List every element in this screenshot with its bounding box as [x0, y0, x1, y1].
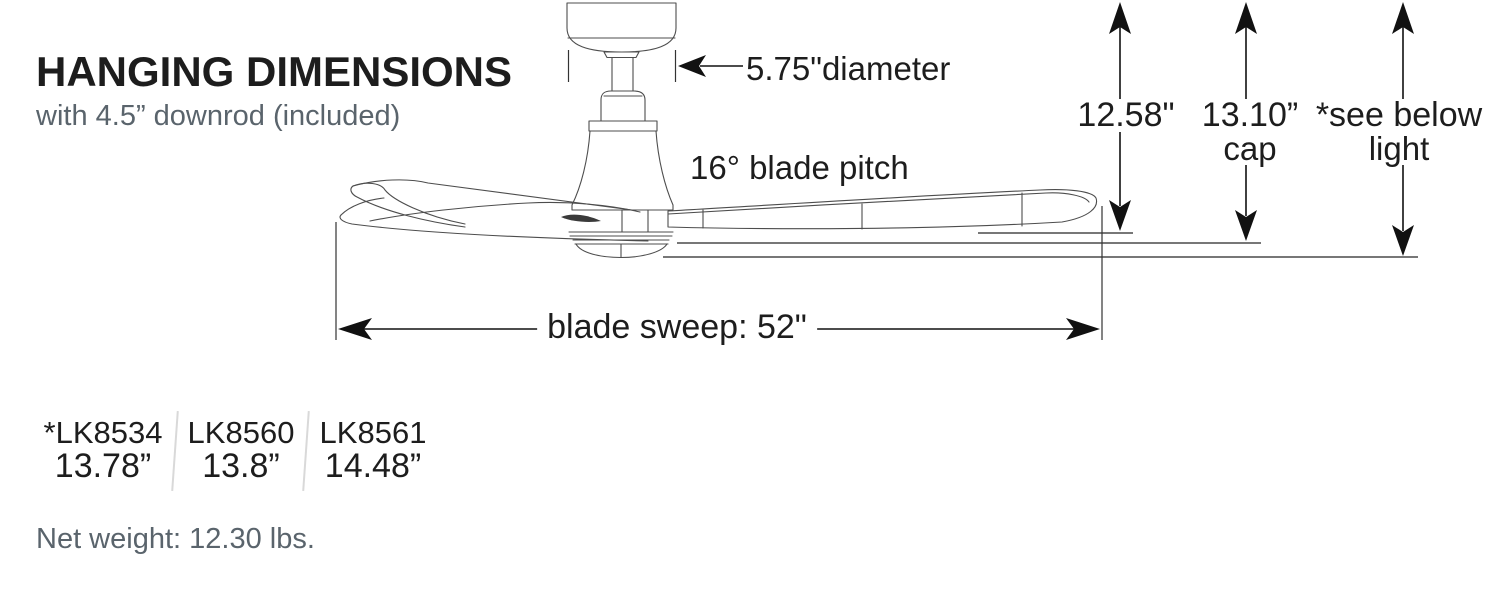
light-kit-model: *LK8534 [43, 415, 163, 450]
light-kit-model: LK8560 [187, 415, 295, 450]
reference-lines [663, 232, 1418, 258]
height-to-blade-label: 12.58" [1072, 96, 1180, 134]
edge-on-blade [561, 214, 601, 222]
canopy [566, 2, 677, 59]
height-to-cap-value: 13.10” [1201, 96, 1299, 134]
downrod-note: with 4.5” downrod (included) [36, 100, 401, 132]
light-kit-option-1: *LK8534 13.78” [44, 417, 163, 484]
light-kit-option-2: LK8560 13.8” [188, 417, 295, 484]
height-to-blade-value: 12.58" [1077, 96, 1175, 134]
net-weight-label: Net weight: 12.30 lbs. [36, 523, 315, 555]
light-kit-height: 14.48” [324, 447, 422, 485]
motor-housing [571, 130, 674, 211]
height-to-light-label: *see below light [1310, 96, 1488, 167]
light-kit-height: 13.78” [54, 447, 152, 485]
light-kit [568, 209, 674, 259]
light-kit-height: 13.8” [202, 447, 280, 485]
left-blades [339, 179, 649, 242]
page-title: HANGING DIMENSIONS [36, 48, 513, 95]
height-to-light-sublabel: light [1368, 130, 1430, 167]
right-blade [667, 189, 1098, 230]
downrod [611, 56, 634, 92]
extension-lines [335, 50, 1103, 340]
blade-sweep-label: blade sweep: 52" [537, 308, 817, 347]
blade-pitch-label: 16° blade pitch [690, 149, 909, 186]
height-to-light-value: *see below [1315, 96, 1483, 134]
diameter-label: 5.75"diameter [746, 50, 951, 87]
height-to-cap-sublabel: cap [1223, 130, 1277, 167]
height-to-cap-label: 13.10” cap [1196, 96, 1304, 167]
light-kit-option-3: LK8561 14.48” [320, 417, 427, 484]
light-kit-model: LK8561 [319, 415, 427, 450]
downrod-coupling [588, 90, 658, 132]
diameter-dimension-arrow [678, 55, 743, 77]
